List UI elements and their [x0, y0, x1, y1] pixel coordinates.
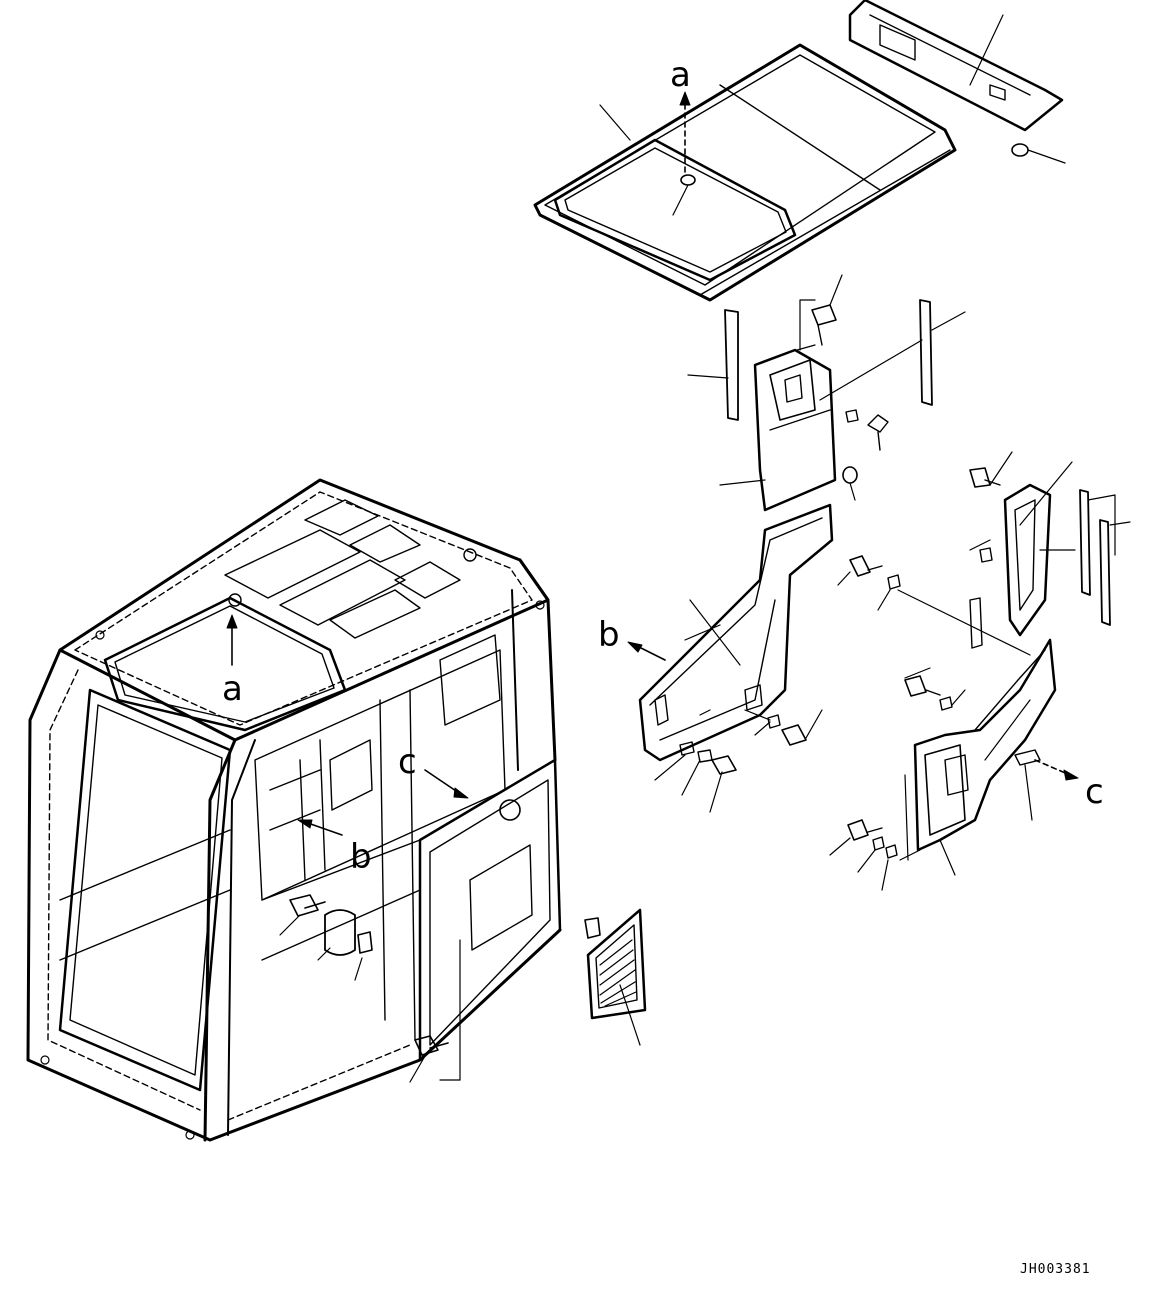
- label-b-panel: b: [598, 615, 620, 655]
- label-a-cab: a: [222, 669, 243, 709]
- arrow-c-panel: [1034, 759, 1079, 781]
- label-a-top: a: [670, 55, 691, 95]
- right-side-panel: [829, 638, 1057, 891]
- label-c-cab: c: [398, 742, 417, 782]
- arrow-b-cab: [297, 819, 343, 836]
- center-hardware: [837, 555, 1031, 656]
- vent-grille: [586, 908, 647, 1020]
- cab-frame: [26, 478, 562, 1142]
- label-c-panel: c: [1085, 772, 1104, 812]
- leader-lines: [279, 104, 721, 1083]
- rear-top-panel: [848, 0, 1066, 164]
- center-pillar-trim: [687, 274, 966, 512]
- drawing-code: JH003381: [1020, 1262, 1091, 1277]
- arrow-b-panel: [627, 641, 666, 661]
- label-b-cab: b: [350, 837, 372, 877]
- roof-liner: [533, 43, 957, 302]
- cab-bracket-parts: [289, 894, 601, 1081]
- left-side-panel: [638, 503, 834, 813]
- arrow-a-cab: [226, 614, 238, 666]
- right-pillar-trim: [969, 451, 1131, 649]
- arrow-c-cab: [424, 769, 469, 799]
- arrow-a-top: [679, 91, 691, 173]
